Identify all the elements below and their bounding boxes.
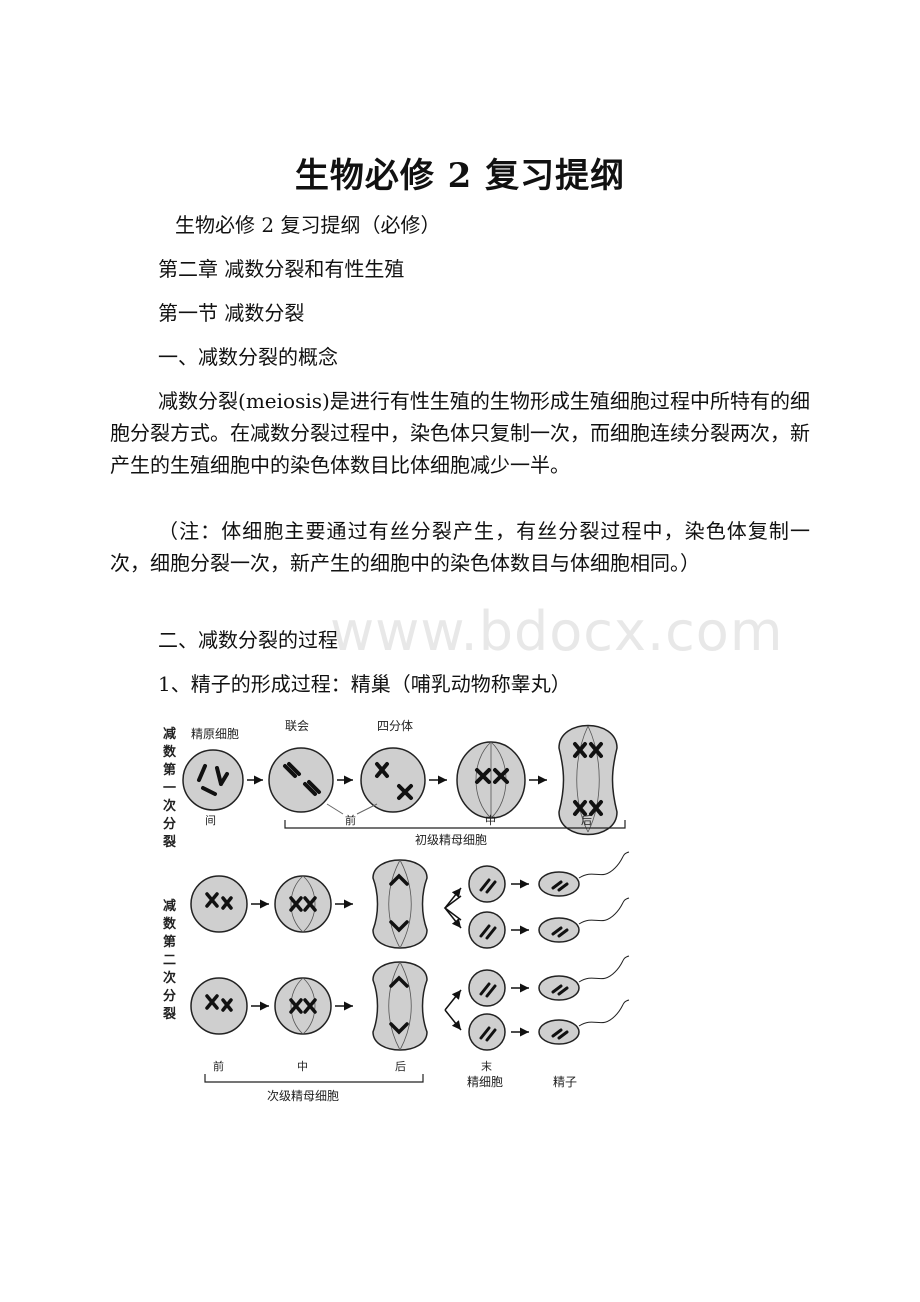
side-label-char: 次: [163, 970, 176, 986]
bracket-primary: [284, 820, 626, 829]
chapter-heading: 第二章 减数分裂和有性生殖: [158, 257, 405, 281]
cell-interphase: [182, 749, 244, 811]
label-tetrad: 四分体: [377, 719, 413, 733]
cell-metaphase-1: [456, 741, 526, 819]
cell-metaphase-2b: [274, 977, 332, 1035]
row2-side-label: 减数第二次分裂: [162, 898, 177, 1022]
label-metaphase-2: 中: [297, 1060, 308, 1073]
cell-spermatid-b2: [468, 1013, 506, 1051]
document-subtitle: 生物必修 2 复习提纲（必修）: [175, 213, 441, 237]
sperm-a2: [538, 897, 630, 943]
cell-prophase-2b: [190, 977, 248, 1035]
side-label-char: 数: [163, 916, 177, 932]
side-label-char: 第: [163, 934, 176, 950]
label-spermatid: 精细胞: [467, 1075, 503, 1089]
side-label-char: 裂: [162, 1006, 177, 1022]
cell-anaphase-1: [558, 724, 618, 836]
watermark: www.bdocx.com: [330, 600, 784, 663]
document-title: 生物必修 2 复习提纲: [294, 156, 626, 196]
svg-text:减数第一次分裂: 减数第一次分裂: [162, 726, 177, 850]
sperm-b1: [538, 955, 630, 1001]
paragraph-definition: 减数分裂(meiosis)是进行有性生殖的生物形成生殖细胞过程中所特有的细胞分裂…: [110, 389, 810, 477]
cell-spermatid-a1: [468, 865, 506, 903]
cell-spermatid-b1: [468, 969, 506, 1007]
side-label-char: 减: [163, 898, 176, 914]
cell-anaphase-2a: [372, 859, 428, 949]
side-label-char: 分: [163, 988, 176, 1004]
sperm-b2: [538, 999, 630, 1045]
cell-metaphase-2a: [274, 875, 332, 933]
side-label-char: 裂: [162, 834, 177, 850]
cell-anaphase-2b: [372, 961, 428, 1051]
label-sperm: 精子: [553, 1075, 577, 1089]
label-spermatogonium: 精原细胞: [191, 727, 239, 741]
cell-tetrad: [360, 747, 426, 813]
side-label-char: 减: [163, 726, 176, 742]
label-synapsis: 联会: [285, 719, 309, 733]
label-metaphase-1: 中: [485, 814, 496, 827]
side-label-char: 数: [163, 744, 177, 760]
label-telophase-2: 末: [481, 1059, 492, 1073]
label-secondary-spermatocyte: 次级精母细胞: [267, 1089, 339, 1103]
sperm-a1: [538, 851, 630, 897]
side-label-char: 第: [163, 762, 176, 778]
heading-concept: 一、减数分裂的概念: [158, 345, 338, 369]
cell-synapsis: [268, 747, 334, 813]
label-anaphase-2: 后: [395, 1060, 406, 1073]
side-label-char: 二: [163, 953, 176, 968]
item-sperm-formation: 1、精子的形成过程：精巢（哺乳动物称睾丸）: [158, 672, 571, 696]
tetrad-pointer-line: [326, 803, 344, 815]
cell-spermatid-a2: [468, 911, 506, 949]
row1-side-label: 减数第一次分裂: [162, 726, 177, 850]
meiosis-diagram: 减数第一次分裂 减数第二次分裂 精原细胞 联会 四分体 间 前 中 后 初级精母…: [162, 719, 630, 1103]
cell-prophase-2a: [190, 875, 248, 933]
side-label-char: 分: [163, 816, 176, 832]
heading-process: 二、减数分裂的过程: [158, 628, 338, 652]
svg-text:减数第二次分裂: 减数第二次分裂: [162, 898, 177, 1022]
side-label-char: 一: [163, 781, 176, 796]
label-interphase: 间: [205, 814, 216, 827]
label-anaphase-1: 后: [581, 814, 592, 827]
label-primary-spermatocyte: 初级精母细胞: [415, 833, 487, 847]
bracket-secondary: [204, 1074, 424, 1083]
label-prophase-1: 前: [345, 813, 356, 827]
section-heading: 第一节 减数分裂: [158, 301, 305, 325]
paragraph-note: （注：体细胞主要通过有丝分裂产生，有丝分裂过程中，染色体复制一次，细胞分裂一次，…: [110, 519, 810, 575]
label-prophase-2: 前: [213, 1059, 224, 1073]
side-label-char: 次: [163, 798, 176, 814]
